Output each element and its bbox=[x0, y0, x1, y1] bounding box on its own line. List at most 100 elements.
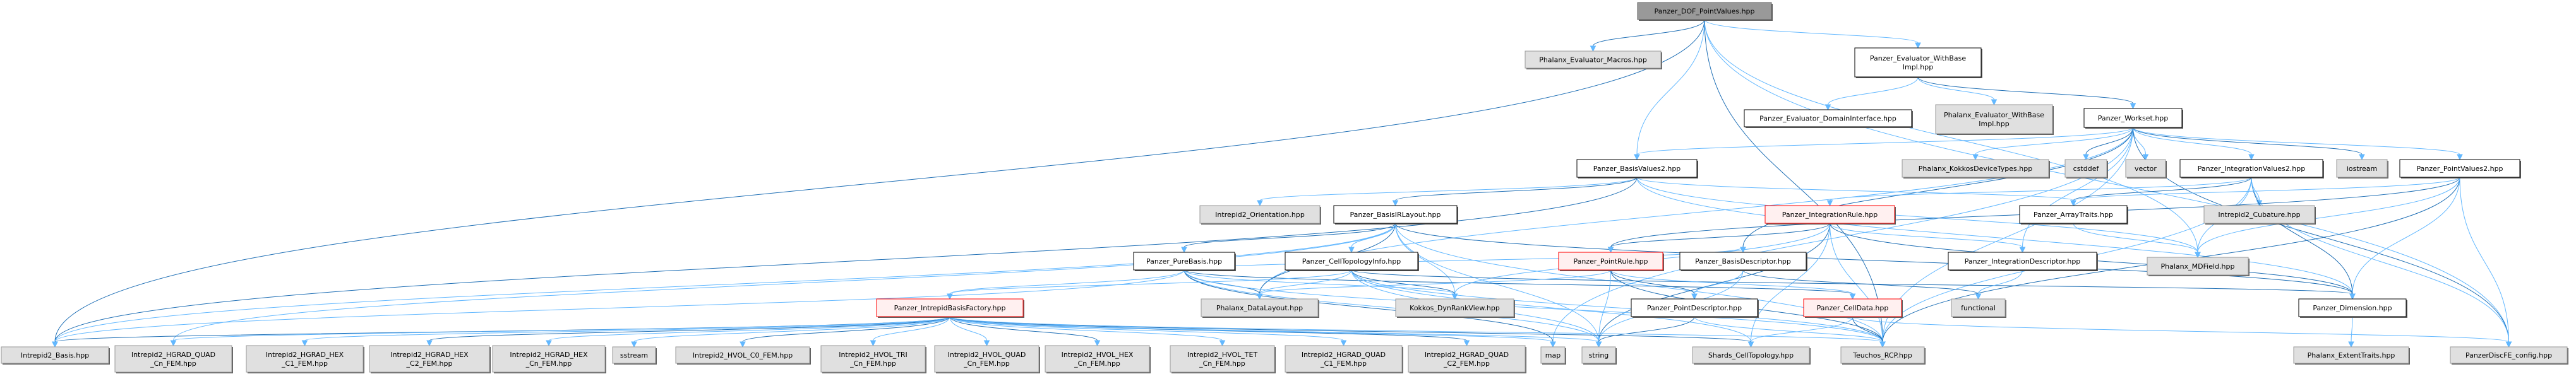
edge-line bbox=[2085, 127, 2133, 155]
node-irule[interactable]: Panzer_IntegrationRule.hpp bbox=[1764, 205, 1896, 225]
node-label: Intrepid2_HVOL_TRI bbox=[839, 351, 908, 359]
node-kdt[interactable]: Phalanx_KokkosDeviceTypes.hpp bbox=[1902, 159, 2050, 178]
node-hvquad[interactable]: Intrepid2_HVOL_QUAD_Cn_FEM.hpp bbox=[934, 345, 1040, 373]
node-celldata[interactable]: Panzer_CellData.hpp bbox=[1803, 298, 1903, 318]
node-box bbox=[1540, 346, 1566, 364]
node-label: _Cn_FEM.hpp bbox=[963, 359, 1010, 368]
arrowhead-icon bbox=[426, 340, 433, 347]
node-ctinfo[interactable]: Panzer_CellTopologyInfo.hpp bbox=[1285, 252, 1419, 271]
node-root[interactable]: Panzer_DOF_PointValues.hpp bbox=[1637, 2, 1773, 21]
arrowhead-icon bbox=[983, 340, 990, 347]
edge-line bbox=[2351, 316, 2353, 342]
node-box bbox=[1285, 345, 1403, 373]
node-orient[interactable]: Intrepid2_Orientation.hpp bbox=[1199, 205, 1321, 225]
node-hvhex[interactable]: Intrepid2_HVOL_HEX_Cn_FEM.hpp bbox=[1045, 345, 1151, 373]
arrowhead-icon bbox=[1975, 293, 1982, 300]
node-box bbox=[492, 345, 606, 373]
node-hvtet[interactable]: Intrepid2_HVOL_TET_Cn_FEM.hpp bbox=[1170, 345, 1276, 373]
node-label: _Cn_FEM.hpp bbox=[1074, 359, 1120, 368]
node-config[interactable]: PanzerDiscFE_config.hpp bbox=[2450, 346, 2568, 365]
node-mdfield[interactable]: Phalanx_MDField.hpp bbox=[2147, 257, 2250, 276]
arrowhead-icon bbox=[2083, 154, 2089, 161]
node-iv2[interactable]: Panzer_IntegrationValues2.hpp bbox=[2179, 159, 2324, 178]
edge-line bbox=[949, 269, 1352, 295]
node-box bbox=[1744, 109, 1912, 127]
node-label: Kokkos_DynRankView.hpp bbox=[1410, 304, 1500, 312]
node-box bbox=[2203, 205, 2315, 224]
node-label: Phalanx_KokkosDeviceTypes.hpp bbox=[1919, 165, 2032, 173]
edge-line bbox=[1351, 269, 1455, 295]
node-datalayout[interactable]: Phalanx_DataLayout.hpp bbox=[1201, 298, 1319, 318]
node-pdesc[interactable]: Panzer_PointDescriptor.hpp bbox=[1631, 298, 1759, 318]
edge-line bbox=[173, 316, 950, 341]
node-prule[interactable]: Panzer_PointRule.hpp bbox=[1558, 252, 1664, 271]
edge-pewbi-to-pedi bbox=[1824, 76, 1919, 111]
edge-pewbi-to-workset bbox=[1917, 76, 2136, 110]
node-pv2[interactable]: Panzer_PointValues2.hpp bbox=[2399, 159, 2521, 178]
edge-line bbox=[54, 223, 1396, 342]
edge-line bbox=[2073, 223, 2198, 253]
edge-ibf-to-sstream bbox=[631, 316, 950, 348]
arrowhead-icon bbox=[1595, 341, 1602, 348]
node-shards[interactable]: Shards_CellTopology.hpp bbox=[1692, 346, 1811, 365]
node-birl[interactable]: Panzer_BasisIRLayout.hpp bbox=[1333, 205, 1458, 225]
node-functional[interactable]: functional bbox=[1951, 298, 2006, 318]
node-cubature[interactable]: Intrepid2_Cubature.hpp bbox=[2203, 205, 2316, 225]
node-idesc[interactable]: Panzer_IntegrationDescriptor.hpp bbox=[1948, 252, 2098, 271]
node-box bbox=[1679, 252, 1807, 271]
edge-line bbox=[1917, 76, 2133, 104]
node-drv[interactable]: Kokkos_DynRankView.hpp bbox=[1395, 298, 1515, 318]
edge-root-to-config bbox=[1704, 19, 2512, 348]
node-workset[interactable]: Panzer_Workset.hpp bbox=[2083, 108, 2183, 129]
node-hghcn[interactable]: Intrepid2_HGRAD_HEX_Cn_FEM.hpp bbox=[492, 345, 606, 373]
node-box bbox=[1576, 159, 1698, 178]
node-map[interactable]: map bbox=[1540, 346, 1566, 365]
node-box bbox=[2083, 108, 2183, 128]
node-box bbox=[246, 345, 364, 373]
node-macros[interactable]: Phalanx_Evaluator_Macros.hpp bbox=[1525, 50, 1662, 69]
node-hvtri[interactable]: Intrepid2_HVOL_TRI_Cn_FEM.hpp bbox=[820, 345, 926, 373]
node-iostream[interactable]: iostream bbox=[2336, 159, 2388, 178]
arrowhead-icon bbox=[2248, 154, 2255, 161]
arrowhead-icon bbox=[170, 340, 177, 347]
node-hgqc2[interactable]: Intrepid2_HGRAD_QUAD_C2_FEM.hpp bbox=[1408, 345, 1526, 373]
node-bdesc[interactable]: Panzer_BasisDescriptor.hpp bbox=[1679, 252, 1807, 271]
edge-root-to-bv2 bbox=[1634, 19, 1705, 161]
node-rcp[interactable]: Teuchos_RCP.hpp bbox=[1840, 346, 1926, 365]
node-string[interactable]: string bbox=[1581, 346, 1617, 365]
node-pedi[interactable]: Panzer_Evaluator_DomainInterface.hpp bbox=[1744, 109, 1913, 128]
node-atraits[interactable]: Panzer_ArrayTraits.hpp bbox=[2019, 205, 2128, 225]
arrowhead-icon bbox=[631, 341, 637, 348]
node-hgqcn[interactable]: Intrepid2_HGRAD_QUAD_Cn_FEM.hpp bbox=[114, 345, 233, 373]
node-box bbox=[1951, 298, 2006, 317]
node-hghc2[interactable]: Intrepid2_HGRAD_HEX_C2_FEM.hpp bbox=[369, 345, 491, 373]
edge-prule-to-celldata bbox=[1610, 269, 1856, 300]
node-vector[interactable]: vector bbox=[2125, 159, 2167, 178]
node-basis[interactable]: Intrepid2_Basis.hpp bbox=[1, 346, 110, 365]
node-bv2[interactable]: Panzer_BasisValues2.hpp bbox=[1576, 159, 1698, 178]
node-box bbox=[2019, 205, 2128, 224]
node-sstream[interactable]: sstream bbox=[612, 346, 657, 365]
node-extent[interactable]: Phalanx_ExtentTraits.hpp bbox=[2293, 346, 2410, 365]
node-hvc0[interactable]: Intrepid2_HVOL_C0_FEM.hpp bbox=[675, 346, 811, 365]
arrowhead-icon bbox=[870, 340, 877, 347]
node-dimension[interactable]: Panzer_Dimension.hpp bbox=[2298, 298, 2407, 318]
edge-line bbox=[1852, 316, 1883, 342]
node-label: Panzer_Dimension.hpp bbox=[2313, 304, 2392, 312]
node-box bbox=[1854, 47, 1982, 78]
node-hgqc1[interactable]: Intrepid2_HGRAD_QUAD_C1_FEM.hpp bbox=[1285, 345, 1403, 373]
node-ibf[interactable]: Panzer_IntrepidBasisFactory.hpp bbox=[876, 298, 1024, 318]
node-cstddef[interactable]: cstddef bbox=[2064, 159, 2108, 178]
node-label: Panzer_Evaluator_DomainInterface.hpp bbox=[1759, 115, 1896, 123]
node-purebasis[interactable]: Panzer_PureBasis.hpp bbox=[1133, 252, 1236, 271]
node-label: Intrepid2_Basis.hpp bbox=[21, 351, 89, 359]
node-box bbox=[1395, 298, 1514, 317]
edge-ibf-to-hgqc1 bbox=[949, 316, 1347, 347]
edge-line bbox=[742, 316, 950, 342]
edge-line bbox=[949, 316, 1599, 342]
node-hghc1[interactable]: Intrepid2_HGRAD_HEX_C1_FEM.hpp bbox=[246, 345, 364, 373]
edge-ibf-to-hvc0 bbox=[740, 316, 950, 348]
arrowhead-icon bbox=[1826, 200, 1833, 207]
